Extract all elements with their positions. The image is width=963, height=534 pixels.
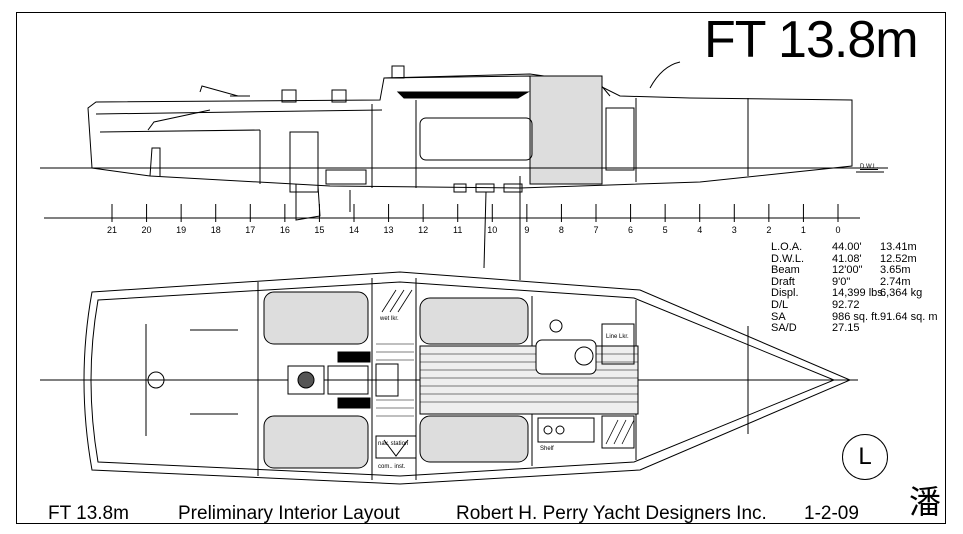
settee-port	[419, 297, 529, 345]
designer-seal-icon: 潘	[909, 483, 942, 521]
station-label: 15	[314, 225, 325, 235]
station-label: 9	[524, 225, 530, 235]
spec-label: Draft	[771, 275, 795, 288]
station-label: 18	[210, 225, 221, 235]
quarter-berth-stbd	[263, 415, 369, 469]
footer-designer: Robert H. Perry Yacht Designers Inc.	[456, 503, 767, 524]
spec-label: D/L	[771, 299, 789, 311]
spec-imperial: 14,399 lbs.	[832, 287, 886, 300]
spec-metric: 6,364 kg	[880, 287, 923, 300]
spec-imperial: 9'0"	[832, 275, 851, 288]
quarter-berth-port	[263, 291, 369, 345]
shelf-label: Shelf	[540, 446, 554, 452]
spec-imperial: 92.72	[832, 299, 860, 311]
profile-hull	[87, 75, 853, 189]
line-locker-label: Line Lkr.	[606, 334, 629, 340]
station-label: 20	[141, 225, 152, 235]
spec-imperial: 27.15	[832, 322, 860, 335]
station-label: 14	[348, 225, 360, 235]
drawing-title: FT 13.8m	[704, 11, 919, 69]
station-label: 0	[835, 225, 841, 235]
spec-metric: 3.65m	[880, 264, 911, 277]
steering-pedestal	[147, 371, 165, 389]
spec-label: Beam	[771, 264, 800, 277]
footer-design: FT 13.8m	[48, 503, 129, 524]
station-label: 12	[418, 225, 429, 235]
profile-mast-area	[529, 75, 603, 185]
spec-metric: 12.52m	[880, 252, 917, 265]
spec-label: SA/D	[771, 322, 797, 335]
spec-imperial: 12'00"	[832, 264, 863, 277]
station-label: 3	[731, 225, 737, 235]
station-label: 8	[558, 225, 564, 235]
station-label: 13	[383, 225, 394, 235]
spec-metric: 91.64 sq. m	[880, 310, 938, 323]
spec-label: D.W.L.	[771, 252, 805, 265]
station-label: 11	[453, 225, 463, 235]
comm-inst-label: com.. inst.	[378, 464, 406, 470]
cabin-sole	[419, 345, 639, 415]
engine-mount-1	[337, 351, 371, 363]
spec-label: Displ.	[771, 287, 799, 300]
station-label: 19	[176, 225, 187, 235]
station-label: 1	[800, 225, 806, 235]
station-label: 4	[697, 225, 703, 235]
station-label: 16	[279, 225, 290, 235]
station-label: 7	[593, 225, 599, 235]
spec-imperial: 44.00'	[832, 241, 862, 253]
spec-imperial: 41.08'	[832, 252, 862, 265]
profile-window	[396, 91, 530, 99]
profile-winch-1	[281, 89, 297, 103]
spec-metric: 2.74m	[880, 275, 911, 288]
wet-locker-label: wet lkr.	[380, 316, 399, 322]
profile-winch-2	[331, 89, 347, 103]
footer-date: 1-2-09	[804, 503, 859, 524]
spec-label: L.O.A.	[771, 241, 803, 253]
spec-metric: 13.41m	[880, 241, 917, 253]
plan-code: L	[858, 443, 872, 470]
spec-label: SA	[771, 310, 786, 323]
nav-station-label: nav. station	[378, 441, 409, 447]
profile-winch-3	[391, 65, 405, 79]
dwl-label: D.W.L.	[860, 164, 879, 170]
engine-mount-2	[337, 397, 371, 409]
station-label: 2	[766, 225, 772, 235]
spec-imperial: 986 sq. ft.	[832, 310, 881, 323]
settee-stbd	[419, 415, 529, 463]
station-label: 5	[662, 225, 668, 235]
station-label: 17	[245, 225, 256, 235]
station-label: 21	[106, 225, 118, 235]
plan-hull	[83, 271, 852, 485]
station-label: 10	[487, 225, 498, 235]
footer-description: Preliminary Interior Layout	[178, 503, 400, 524]
station-label: 6	[628, 225, 634, 235]
drawing-frame	[16, 12, 946, 524]
plan-code-badge: L	[842, 434, 888, 480]
